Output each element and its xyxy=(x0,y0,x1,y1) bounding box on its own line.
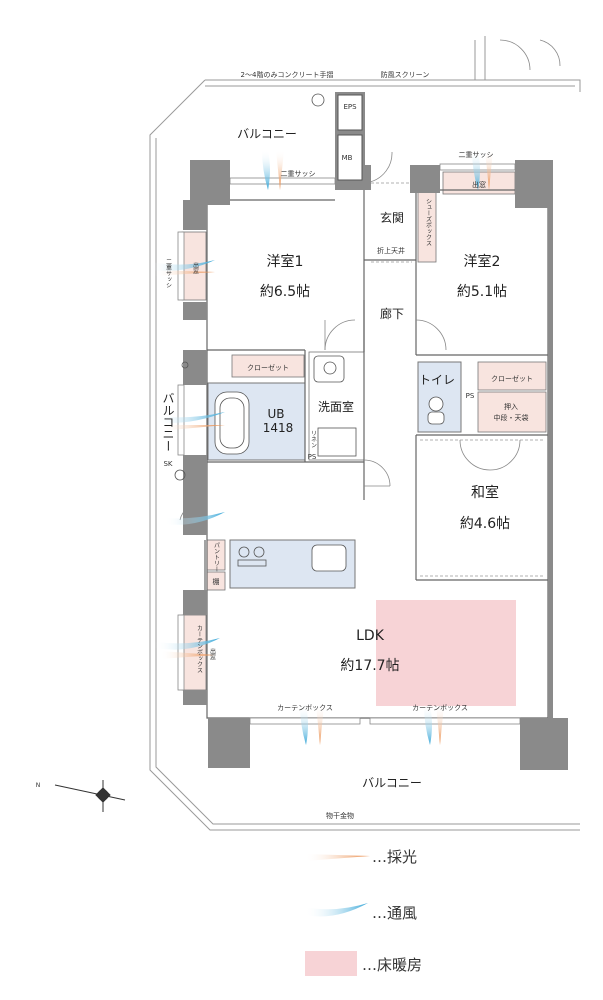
room-ldk-name: LDK xyxy=(356,628,385,644)
balcony-outline xyxy=(149,36,581,831)
light-arrows xyxy=(155,150,493,745)
room-western2-name: 洋室2 xyxy=(464,253,501,270)
legend-heating-swatch xyxy=(305,951,357,976)
room-ub-name: UB xyxy=(267,407,284,421)
room-western1-name: 洋室1 xyxy=(267,253,304,270)
mb-box xyxy=(337,134,363,181)
label-pantry: パントリー xyxy=(213,542,220,572)
floor-heating-area xyxy=(376,600,516,706)
label-bay-window3: 出窓 xyxy=(209,647,216,660)
label-mb: MB xyxy=(342,154,353,162)
room-ldk-size: 約17.7帖 xyxy=(340,658,399,674)
label-bay-window2: 出窓 xyxy=(472,180,486,189)
label-balcony-bottom: バルコニー xyxy=(362,776,422,790)
room-toilet: トイレ xyxy=(419,373,455,387)
label-oshiire: 押入 xyxy=(504,402,518,411)
label-oshiire-sub: 中段・天袋 xyxy=(494,413,529,422)
wind-arrows xyxy=(150,150,480,745)
dashed-lines xyxy=(336,182,545,577)
label-sk: SK xyxy=(163,460,172,468)
fixtures xyxy=(174,93,445,572)
label-ps1: PS xyxy=(308,453,317,461)
label-handrail-note: 2～4階のみコンクリート手摺 xyxy=(241,70,334,79)
label-eps: EPS xyxy=(343,103,357,111)
room-entrance: 玄関 xyxy=(380,210,404,225)
room-ub-size: 1418 xyxy=(263,421,294,435)
legend-heating-text: …床暖房 xyxy=(362,956,422,974)
label-folding-ceiling: 折上天井 xyxy=(377,246,405,255)
label-curtain-box-left: カーテンボックス xyxy=(196,625,203,673)
legend-light-swatch xyxy=(305,854,370,861)
label-double-sash-top2: 二重サッシ xyxy=(459,151,494,159)
oshiire-area xyxy=(477,391,547,433)
label-double-sash-left: 二重サッシ xyxy=(165,258,172,288)
room-japanese-size: 約4.6帖 xyxy=(460,516,510,532)
room-japanese-name: 和室 xyxy=(471,484,499,501)
legend: …採光 …通風 …床暖房 xyxy=(305,848,422,976)
north-compass xyxy=(54,780,126,812)
door-swings xyxy=(179,39,561,521)
legend-wind-swatch xyxy=(305,903,368,917)
label-double-sash-top1: 二重サッシ xyxy=(281,170,316,178)
label-closet1: クローゼット xyxy=(247,363,289,372)
label-curtain-box-b2: カーテンボックス xyxy=(412,704,468,712)
label-laundry: 物干金物 xyxy=(326,811,354,820)
closet2-area xyxy=(477,361,547,391)
label-north: N xyxy=(36,782,41,789)
closet1-area xyxy=(231,354,305,378)
label-ps2: PS xyxy=(466,392,475,400)
room-washroom: 洗面室 xyxy=(318,399,354,414)
room-corridor: 廊下 xyxy=(380,306,404,321)
label-balcony-left: バルコニー xyxy=(161,392,175,452)
label-balcony-top: バルコニー xyxy=(237,127,297,141)
label-closet2: クローゼット xyxy=(491,374,533,383)
legend-wind-text: …通風 xyxy=(372,904,417,922)
label-curtain-box-b1: カーテンボックス xyxy=(277,704,333,712)
label-linen: リネン xyxy=(310,430,317,448)
room-western2-size: 約5.1帖 xyxy=(457,284,507,300)
label-shelf: 棚 xyxy=(213,577,220,586)
label-shoes-box: シューズボックス xyxy=(425,198,432,246)
room-western1-size: 約6.5帖 xyxy=(260,284,310,300)
label-bay-window1: 出窓 xyxy=(192,261,199,274)
eps-box xyxy=(337,94,363,131)
legend-light-text: …採光 xyxy=(372,848,417,866)
label-wind-screen: 防風スクリーン xyxy=(381,70,430,79)
